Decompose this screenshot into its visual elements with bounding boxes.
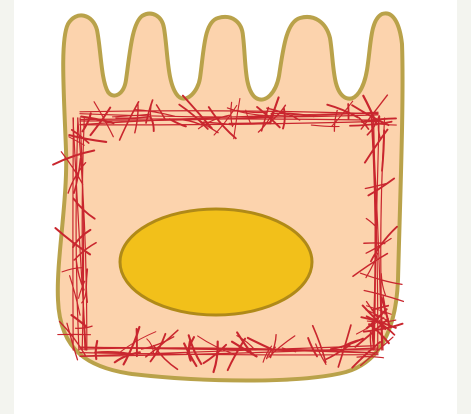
filament-strand: [73, 118, 74, 350]
filament-strand: [364, 243, 385, 244]
nucleus: [120, 209, 312, 315]
